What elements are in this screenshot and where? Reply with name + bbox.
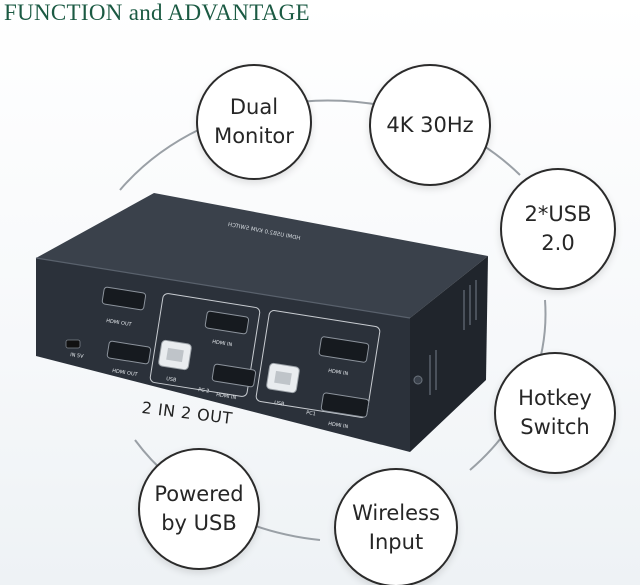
side-led xyxy=(413,375,423,385)
device-side-face xyxy=(410,256,488,452)
feature-2-usb-2: 2*USB 2.0 xyxy=(500,168,616,290)
feature-label: Hotkey Switch xyxy=(518,386,592,439)
hdmi-in-label: HDMI IN xyxy=(212,339,233,348)
hdmi-in-label: HDMI IN xyxy=(328,421,349,430)
side-vents xyxy=(429,280,477,395)
hdmi-in-label: HDMI IN xyxy=(216,392,237,401)
hdmi-in-port-pc2-top: HDMI IN xyxy=(204,310,250,348)
hdmi-in-port-pc1-bottom: HDMI IN xyxy=(320,392,370,430)
usb-port-pc1: USB xyxy=(266,362,300,408)
usb-port-pc2: USB xyxy=(158,339,192,384)
pc2-group xyxy=(149,293,261,397)
pc1-group xyxy=(255,310,381,418)
usb-label: USB xyxy=(166,376,178,384)
feature-label: 2*USB 2.0 xyxy=(524,202,592,255)
hdmi-in-port-pc1-top: HDMI IN xyxy=(318,336,370,377)
feature-hotkey-switch: Hotkey Switch xyxy=(494,352,616,474)
hdmi-out-label: HDMI OUT xyxy=(106,318,133,328)
feature-dual-monitor: Dual Monitor xyxy=(196,64,312,180)
usb-label: USB xyxy=(274,400,286,408)
hdmi-in-label: HDMI IN xyxy=(328,368,349,377)
feature-label: 4K 30Hz xyxy=(386,112,474,137)
feature-wireless-input: Wireless Input xyxy=(334,468,458,585)
feature-powered-by-usb: Powered by USB xyxy=(138,448,260,570)
hdmi-out-port-1: HDMI OUT xyxy=(101,286,147,328)
feature-label: Wireless Input xyxy=(352,500,440,554)
feature-label: Dual Monitor xyxy=(214,95,294,148)
page-title: FUNCTION and ADVANTAGE xyxy=(4,0,310,25)
feature-label: Powered by USB xyxy=(154,482,244,535)
device-top-face xyxy=(36,193,488,318)
power-port: IN 5V xyxy=(65,339,85,360)
hdmi-out-label: HDMI OUT xyxy=(112,368,139,378)
pc1-label: PC1 xyxy=(306,410,317,417)
hdmi-in-port-pc2-bottom: HDMI IN xyxy=(211,363,257,401)
pc2-label: PC 2 xyxy=(198,387,210,395)
hdmi-out-port-2: HDMI OUT xyxy=(106,340,152,378)
feature-4k-30hz: 4K 30Hz xyxy=(369,64,491,186)
power-label: IN 5V xyxy=(70,352,85,360)
